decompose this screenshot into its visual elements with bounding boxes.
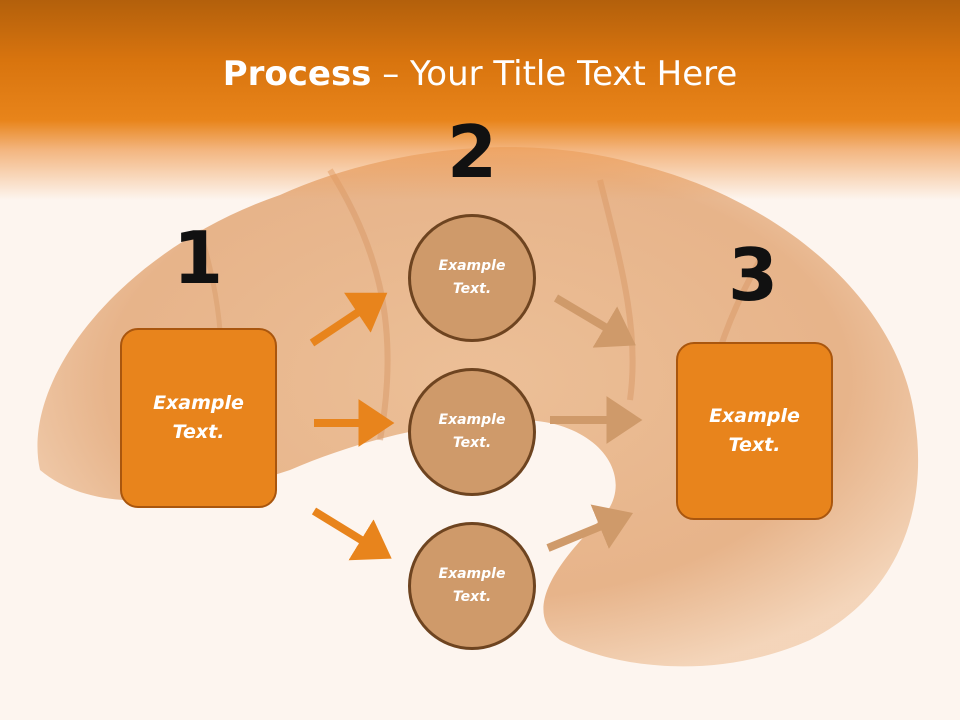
circle-top-text: Example Text.: [438, 258, 506, 297]
title-strong: Process: [222, 54, 372, 94]
step-box-3-text: Example Text.: [709, 405, 800, 456]
circle-bottom-text: Example Text.: [438, 566, 506, 605]
header-band: [0, 0, 960, 200]
step-number-2: 2: [446, 110, 498, 194]
step-box-1[interactable]: Example Text.: [120, 328, 277, 508]
arrow-box1-to-circle-bottom: [311, 507, 392, 561]
step-number-1: 1: [172, 216, 224, 300]
arrow-box1-to-circle-top: [309, 292, 388, 347]
circle-middle[interactable]: Example Text.: [408, 368, 536, 496]
arrow-circle-top-to-box3: [553, 294, 636, 348]
circle-top[interactable]: Example Text.: [408, 214, 536, 342]
title-rest: – Your Title Text Here: [371, 54, 738, 94]
circle-bottom[interactable]: Example Text.: [408, 522, 536, 650]
slide-title: Process – Your Title Text Here: [0, 52, 960, 96]
step-box-1-text: Example Text.: [153, 392, 244, 443]
step-box-3[interactable]: Example Text.: [676, 342, 833, 520]
step-number-3: 3: [727, 233, 779, 317]
arrow-circle-bottom-to-box3: [546, 504, 634, 552]
circle-middle-text: Example Text.: [438, 412, 506, 451]
